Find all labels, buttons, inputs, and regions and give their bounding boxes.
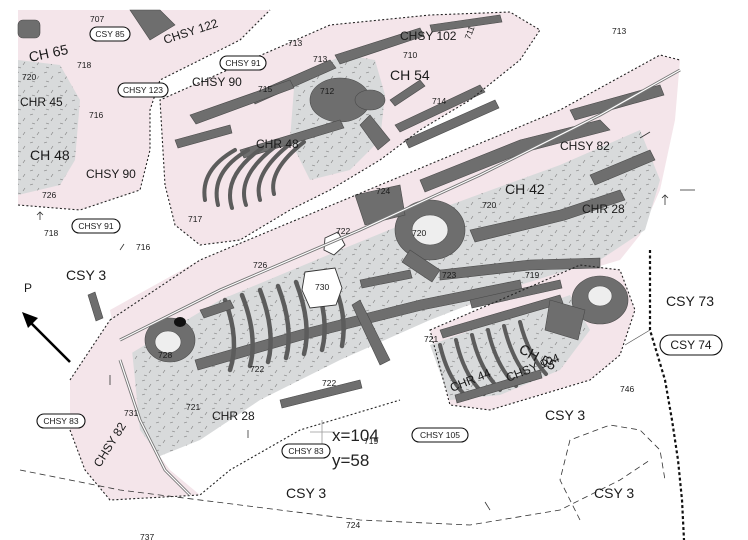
svg-text:724: 724 <box>346 520 360 530</box>
svg-text:726: 726 <box>253 260 267 270</box>
long-bone <box>404 99 500 149</box>
spine <box>439 294 564 339</box>
svg-text:721: 721 <box>424 334 438 344</box>
skeletal-remains <box>17 9 665 409</box>
svg-text:714: 714 <box>432 96 446 106</box>
svg-text:722: 722 <box>250 364 264 374</box>
label-csy-3-right: CSY 3 <box>594 485 634 501</box>
long-bone <box>429 14 503 33</box>
boundaries <box>17 9 686 540</box>
label-csy-3-mid: CSY 3 <box>545 407 585 423</box>
svg-text:720: 720 <box>482 200 496 210</box>
svg-text:717: 717 <box>188 214 202 224</box>
label-csy-3-bottom: CSY 3 <box>286 485 326 501</box>
skull-mark <box>174 317 186 327</box>
label-csy-73: CSY 73 <box>666 293 714 309</box>
north-arrow: P <box>22 281 71 363</box>
svg-text:707: 707 <box>90 14 104 24</box>
north-arrow-label: P <box>24 281 32 295</box>
svg-text:723: 723 <box>442 270 456 280</box>
svg-text:718: 718 <box>44 228 58 238</box>
label-ch-54: CH 54 <box>390 67 430 83</box>
label-chsy-123: CHSY 123 <box>123 85 163 95</box>
label-chr-28-left: CHR 28 <box>212 409 255 423</box>
long-bone <box>439 257 601 281</box>
svg-text:731: 731 <box>124 408 138 418</box>
long-bone <box>174 124 233 149</box>
svg-text:715: 715 <box>258 84 272 94</box>
coordinate-readout: x=104 y=58 <box>332 426 379 470</box>
coord-x: x=104 <box>332 426 379 445</box>
svg-text:737: 737 <box>140 532 154 540</box>
bone-fragment <box>87 291 104 322</box>
coordinate-crosshair <box>310 420 335 445</box>
label-csy-3-left: CSY 3 <box>66 267 106 283</box>
feature-numbers: 707 713 713 713 710 711 712 714 715 716 … <box>22 14 634 540</box>
svg-text:718: 718 <box>77 60 91 70</box>
coord-y: y=58 <box>332 451 369 470</box>
ribs <box>202 140 306 210</box>
slope-arrows <box>36 131 695 511</box>
svg-text:716: 716 <box>89 110 103 120</box>
label-chsy-105: CHSY 105 <box>420 430 460 440</box>
label-chsy-90-top: CHSY 90 <box>192 75 242 89</box>
bone-fragment <box>17 19 41 39</box>
label-csy-85: CSY 85 <box>95 29 124 39</box>
label-chsy-91-top: CHSY 91 <box>225 58 261 68</box>
label-chr-28-right: CHR 28 <box>582 202 625 216</box>
long-bone <box>394 84 486 133</box>
label-chsy-91-left: CHSY 91 <box>78 221 114 231</box>
svg-text:721: 721 <box>186 402 200 412</box>
svg-text:712: 712 <box>320 86 334 96</box>
long-bone <box>279 379 363 409</box>
long-bone <box>589 149 656 186</box>
long-bone <box>334 27 425 65</box>
svg-text:716: 716 <box>136 242 150 252</box>
label-ch-48: CH 48 <box>30 147 70 163</box>
svg-text:722: 722 <box>336 226 350 236</box>
svg-text:713: 713 <box>612 26 626 36</box>
label-chr-48: CHR 48 <box>256 137 299 151</box>
label-chsy-83-bottom: CHSY 83 <box>288 446 324 456</box>
svg-text:724: 724 <box>376 186 390 196</box>
svg-text:746: 746 <box>620 384 634 394</box>
label-chsy-83-left: CHSY 83 <box>43 416 79 426</box>
label-ch-42: CH 42 <box>505 181 545 197</box>
svg-text:728: 728 <box>158 350 172 360</box>
svg-text:710: 710 <box>403 50 417 60</box>
svg-text:722: 722 <box>322 378 336 388</box>
svg-text:719: 719 <box>525 270 539 280</box>
svg-text:713: 713 <box>313 54 327 64</box>
label-chsy-82-right: CHSY 82 <box>560 139 610 153</box>
svg-text:726: 726 <box>42 190 56 200</box>
long-bone <box>469 279 563 309</box>
svg-text:711: 711 <box>462 24 476 40</box>
long-bone <box>469 189 626 243</box>
label-chsy-90-left: CHSY 90 <box>86 167 136 181</box>
label-chsy-102: CHSY 102 <box>400 29 457 43</box>
bone-fragment <box>129 9 176 41</box>
long-bone <box>189 79 295 125</box>
boxed-labels: CSY 85 CHSY 123 CHSY 91 CHSY 91 CHSY 83 … <box>36 26 723 459</box>
label-chr-45: CHR 45 <box>20 95 63 109</box>
svg-text:720: 720 <box>22 72 36 82</box>
svg-text:720: 720 <box>412 228 426 238</box>
svg-text:719: 719 <box>364 436 378 446</box>
stone-730 <box>301 267 343 309</box>
svg-text:730: 730 <box>315 282 329 292</box>
svg-text:713: 713 <box>288 38 302 48</box>
label-csy-74: CSY 74 <box>670 338 711 352</box>
